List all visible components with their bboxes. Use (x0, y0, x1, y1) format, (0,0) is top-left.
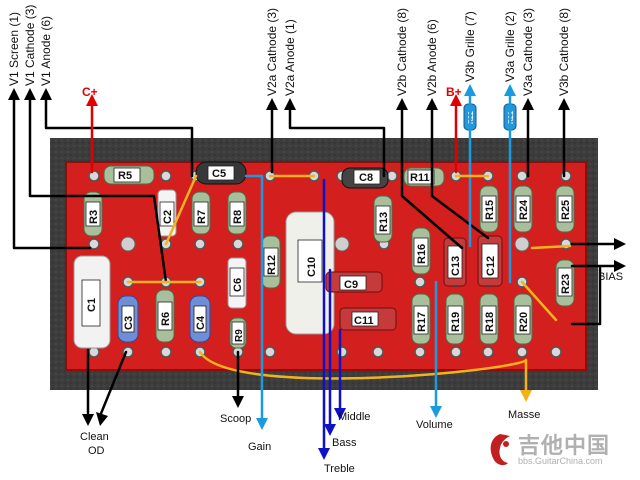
label-c9: C9 (344, 279, 358, 291)
label-r15: R15 (484, 200, 496, 220)
watermark: 吉他中国 bbs.GuitarChina.com (482, 426, 638, 476)
label-c13: C13 (450, 256, 462, 276)
label-r7: R7 (196, 210, 208, 224)
label-gain: Gain (248, 441, 271, 453)
watermark-title: 吉他中国 (518, 434, 611, 459)
wire-yellow-top (126, 174, 490, 284)
label-v3b-cathode: V3b Cathode (8) (557, 8, 571, 96)
wire-bias (570, 242, 616, 326)
label-c12: C12 (485, 256, 497, 276)
label-r20: R20 (518, 312, 530, 332)
label-r8: R8 (232, 210, 244, 224)
wire-gain (244, 174, 264, 420)
label-r25: R25 (560, 200, 572, 220)
label-v1-cathode: V1 Cathode (3) (23, 5, 37, 86)
label-masse: Masse (508, 409, 540, 421)
wire-v2b-cathode (400, 108, 464, 250)
mount-hole (514, 236, 530, 252)
label-c11: C11 (354, 315, 374, 327)
label-r16: R16 (416, 244, 428, 264)
label-r18: R18 (484, 312, 496, 332)
label-v1-anode: V1 Anode (6) (39, 16, 53, 86)
label-c8: C8 (359, 172, 373, 184)
label-scoop: Scoop (220, 413, 251, 425)
guitarchina-logo-icon (490, 434, 510, 466)
label-r9: R9 (234, 329, 245, 342)
label-r11: R11 (410, 172, 430, 184)
label-r6: R6 (160, 312, 172, 326)
label-v3a-grille: V3a Grille (2) (503, 11, 517, 82)
label-r17: R17 (416, 312, 428, 332)
label-c4: C4 (195, 315, 207, 330)
wire-od (98, 350, 128, 418)
label-v2b-cathode: V2b Cathode (8) (395, 8, 409, 96)
label-r24: R24 (518, 199, 530, 220)
label-bass: Bass (332, 437, 357, 449)
watermark-url: bbs.GuitarChina.com (518, 456, 603, 466)
label-v2a-cathode: V2a Cathode (3) (265, 8, 279, 96)
label-c1: C1 (86, 298, 98, 312)
label-clean: Clean (80, 431, 109, 443)
label-treble: Treble (324, 463, 355, 475)
label-c-plus: C+ (82, 85, 98, 99)
label-v1-screen: V1 Screen (1) (7, 12, 21, 86)
label-od: OD (88, 445, 105, 457)
label-v2b-anode: V2b Anode (6) (425, 19, 439, 96)
label-volume: Volume (416, 419, 453, 431)
label-r21: R21 (508, 111, 515, 124)
wire-v1-screen (12, 98, 92, 250)
wire-v1-anode (44, 98, 194, 178)
label-c10: C10 (306, 257, 318, 277)
label-c6: C6 (232, 278, 244, 292)
mount-hole (334, 236, 350, 252)
wire-v1-cathode (28, 98, 168, 284)
label-r3: R3 (88, 210, 100, 224)
arrow-heads (8, 84, 626, 460)
label-c3: C3 (123, 316, 135, 330)
label-r13: R13 (378, 212, 390, 232)
label-c2: C2 (162, 210, 174, 224)
label-r23: R23 (560, 274, 572, 294)
label-middle: Middle (338, 411, 370, 423)
label-v3a-cathode: V3a Cathode (3) (521, 8, 535, 96)
label-r5: R5 (118, 170, 132, 182)
wire-v2a-anode (288, 108, 386, 178)
label-b-plus: B+ (446, 85, 462, 99)
wire-yellow-right (520, 244, 572, 322)
label-v3b-grille: V3b Grille (7) (463, 11, 477, 82)
label-v2a-anode: V2a Anode (1) (283, 19, 297, 96)
label-r19: R19 (450, 312, 462, 332)
label-c5: C5 (212, 168, 226, 180)
wire-yellow-masse (198, 350, 528, 392)
label-r22: R22 (468, 111, 475, 124)
mount-hole (120, 236, 136, 252)
label-bias: BIAS (598, 271, 623, 283)
label-r12: R12 (266, 255, 278, 275)
eyelets-bottom (88, 346, 562, 358)
